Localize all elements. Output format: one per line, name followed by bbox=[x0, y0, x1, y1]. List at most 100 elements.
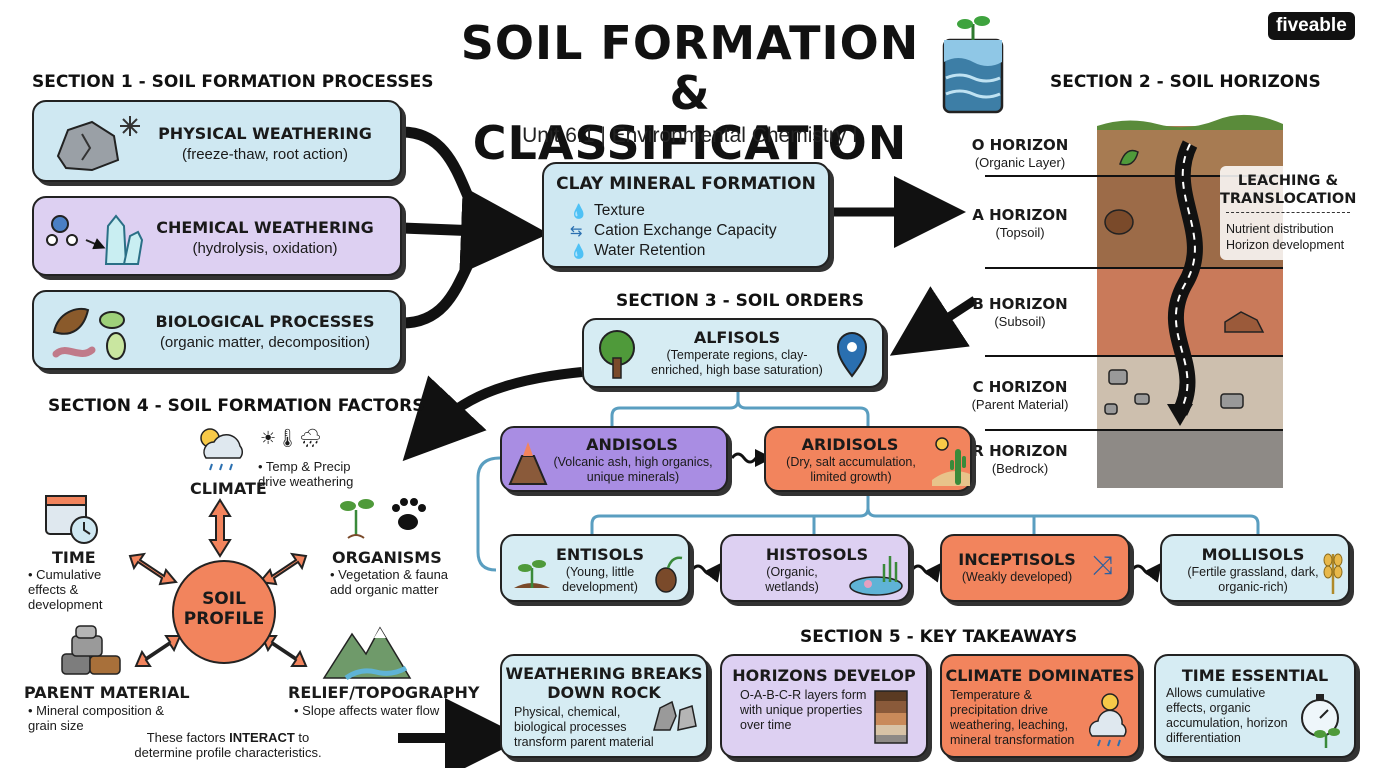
entisols-desc: (Young, little development) bbox=[562, 565, 638, 594]
aridisols-card: ARIDISOLS (Dry, salt accumulation, limit… bbox=[764, 426, 972, 492]
parent-material-label: PARENT MATERIAL bbox=[24, 683, 190, 702]
aridisols-desc: (Dry, salt accumulation, limited growth) bbox=[786, 455, 916, 484]
interact-note: These factors INTERACT to determine prof… bbox=[130, 730, 326, 760]
soil-layers-icon bbox=[874, 690, 908, 744]
clay-item-label: Texture bbox=[594, 202, 645, 219]
seed-icon bbox=[655, 556, 683, 593]
takeaway-title: CLIMATE DOMINATES bbox=[945, 666, 1135, 685]
note-text: These factors bbox=[146, 730, 230, 745]
section4-heading: SECTION 4 - SOIL FORMATION FACTORS bbox=[48, 396, 425, 416]
leaching-title-1: LEACHING & bbox=[1237, 173, 1339, 189]
leaching-desc-1: Nutrient distribution bbox=[1226, 222, 1334, 236]
arrow-relief bbox=[260, 635, 308, 667]
andisols-card: ANDISOLS (Volcanic ash, high organics, u… bbox=[500, 426, 728, 492]
biological-processes-title: BIOLOGICAL PROCESSES bbox=[155, 312, 375, 331]
tree-line-entisols bbox=[590, 494, 870, 534]
wheat-icon bbox=[1323, 553, 1343, 594]
arrow-time bbox=[128, 552, 178, 586]
plant-pawprint-icon bbox=[340, 498, 426, 539]
leaching-desc-2: Horizon development bbox=[1226, 238, 1345, 252]
takeaway-desc: O-A-B-C-R layers form with unique proper… bbox=[740, 688, 867, 732]
tree-line-andisols bbox=[610, 388, 740, 426]
chemical-weathering-title: CHEMICAL WEATHERING bbox=[156, 218, 374, 237]
cloud-sun-rain-icon bbox=[200, 428, 244, 471]
wetland-icon bbox=[849, 556, 903, 596]
alfisols-card: ALFISOLS (Temperate regions, clay-enrich… bbox=[582, 318, 884, 388]
takeaway-title: TIME ESSENTIAL bbox=[1181, 666, 1329, 685]
exchange-arrows-icon: ⇆ bbox=[570, 223, 583, 240]
chemical-weathering-desc: (hydrolysis, oxidation) bbox=[192, 240, 338, 257]
note-emphasis: INTERACT bbox=[229, 730, 295, 745]
tree-icon bbox=[599, 330, 635, 379]
histosols-title: HISTOSOLS bbox=[765, 545, 869, 564]
climate-desc: • Temp & Precip drive weathering bbox=[258, 459, 354, 489]
location-pin-icon bbox=[836, 332, 868, 378]
andisols-title: ANDISOLS bbox=[586, 435, 678, 454]
relief-desc: • Slope affects water flow bbox=[294, 703, 440, 718]
biological-processes-desc: (organic matter, decomposition) bbox=[159, 334, 371, 351]
horizon-b-desc: (Subsoil) bbox=[994, 314, 1046, 329]
physical-weathering-card: PHYSICAL WEATHERING (freeze-thaw, root a… bbox=[32, 100, 402, 182]
takeaway-desc: Allows cumulative effects, organic accum… bbox=[1166, 686, 1288, 745]
page-title: SOIL FORMATION & CLASSIFICATION bbox=[440, 18, 940, 168]
horizon-r-desc: (Bedrock) bbox=[991, 461, 1049, 476]
horizon-a-desc: (Topsoil) bbox=[995, 225, 1045, 240]
clay-mineral-title: CLAY MINERAL FORMATION bbox=[556, 174, 816, 194]
tree-line-aridisols bbox=[736, 399, 870, 426]
arrow-parent bbox=[134, 635, 182, 667]
time-label: TIME bbox=[52, 548, 96, 567]
physical-weathering-desc: (freeze-thaw, root action) bbox=[182, 146, 348, 163]
factor-arrows bbox=[128, 498, 308, 667]
entisols-title: ENTISOLS bbox=[555, 545, 645, 564]
inceptisols-desc: (Weakly developed) bbox=[961, 570, 1073, 584]
horizon-o-name: O HORIZON bbox=[971, 136, 1069, 154]
mollisols-title: MOLLISOLS bbox=[1201, 545, 1305, 564]
takeaway-desc: Physical, chemical, biological processes… bbox=[514, 705, 654, 749]
parent-material-desc: • Mineral composition & grain size bbox=[28, 703, 165, 733]
aridisols-title: ARIDISOLS bbox=[801, 435, 899, 454]
arrow-climate bbox=[208, 498, 232, 558]
title-line-2: CLASSIFICATION bbox=[472, 116, 908, 170]
note-text: to determine profile characteristics. bbox=[134, 730, 322, 760]
horizon-r-name: R HORIZON bbox=[972, 442, 1068, 460]
takeaway-desc: Temperature & precipitation drive weathe… bbox=[950, 688, 1075, 747]
horizon-a-name: A HORIZON bbox=[972, 206, 1068, 224]
arrow-organisms bbox=[258, 552, 308, 586]
arrow-chemical-to-clay bbox=[401, 186, 549, 275]
stopwatch-sprout-icon bbox=[1301, 694, 1340, 748]
organisms-label: ORGANISMS bbox=[332, 548, 442, 567]
section1-heading: SECTION 1 - SOIL FORMATION PROCESSES bbox=[32, 72, 434, 92]
volcano-icon bbox=[508, 442, 548, 485]
molecule-crystal-icon bbox=[46, 214, 144, 265]
brand-logo[interactable]: fiveable bbox=[1268, 12, 1355, 40]
weather-icons: ☀🌡🌧 bbox=[260, 428, 322, 448]
arrow-alfisols-to-factors bbox=[402, 367, 583, 462]
page-subtitle: Unit 6.1 | Environmental Chemistry I bbox=[522, 124, 858, 147]
clay-item-label: Cation Exchange Capacity bbox=[594, 222, 777, 239]
takeaway-horizons: HORIZONS DEVELOP O-A-B-C-R layers form w… bbox=[720, 654, 928, 758]
alfisols-desc: (Temperate regions, clay-enriched, high … bbox=[651, 348, 823, 377]
chemical-weathering-card: CHEMICAL WEATHERING (hydrolysis, oxidati… bbox=[32, 196, 402, 276]
clay-item-label: Water Retention bbox=[594, 242, 706, 259]
histosols-desc: (Organic, wetlands) bbox=[765, 565, 819, 594]
horizon-b-name: B HORIZON bbox=[972, 295, 1068, 313]
squiggle-andisols-aridisols bbox=[730, 449, 773, 467]
horizon-c-desc: (Parent Material) bbox=[971, 397, 1069, 412]
relief-label: RELIEF/TOPOGRAPHY bbox=[288, 683, 480, 702]
title-line-1: SOIL FORMATION & bbox=[460, 16, 920, 120]
inceptisols-card: INCEPTISOLS (Weakly developed) ⤨ bbox=[940, 534, 1130, 602]
hub-label-2: PROFILE bbox=[183, 609, 265, 629]
histosols-card: HISTOSOLS (Organic, wetlands) bbox=[720, 534, 910, 602]
rock-pile-icon bbox=[61, 625, 121, 675]
takeaway-climate: CLIMATE DOMINATES Temperature & precipit… bbox=[940, 654, 1140, 758]
sprout-icon bbox=[514, 560, 550, 588]
clay-mineral-card: CLAY MINERAL FORMATION 💧 Texture ⇆ Catio… bbox=[542, 162, 830, 268]
takeaway-title: HORIZONS DEVELOP bbox=[732, 666, 916, 685]
calendar-clock-icon bbox=[45, 495, 98, 544]
andisols-desc: (Volcanic ash, high organics, unique min… bbox=[553, 455, 713, 484]
arrow-horizons-to-alfisols bbox=[889, 286, 978, 356]
mountain-river-icon bbox=[322, 626, 412, 680]
squiggle-histosols-inceptisols bbox=[910, 562, 942, 583]
biological-processes-card: BIOLOGICAL PROCESSES (organic matter, de… bbox=[32, 290, 402, 370]
tree-line-andisols-entisols bbox=[476, 456, 501, 572]
